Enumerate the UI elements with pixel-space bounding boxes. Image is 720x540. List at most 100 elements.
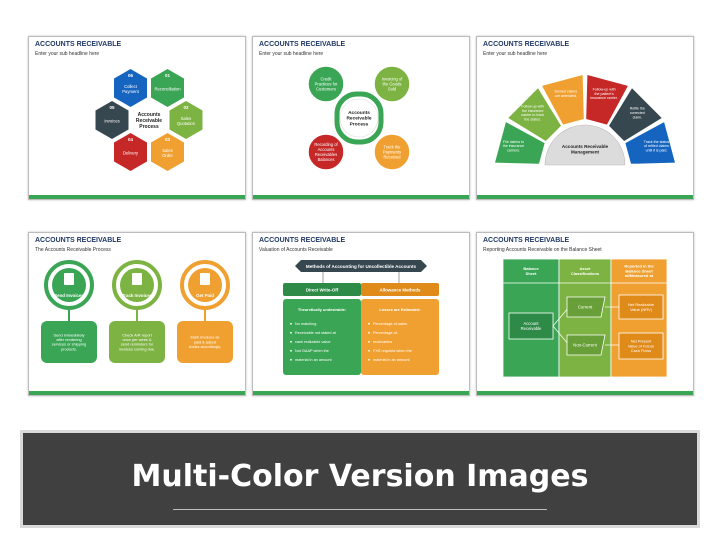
step-description: paid & adjust [194, 339, 217, 344]
segment-label: Follow up with [521, 104, 544, 108]
thumbnail-2[interactable]: ACCOUNTS RECEIVABLE Enter your sub headl… [252, 36, 470, 200]
segment-label: carriers. [507, 148, 520, 152]
hexagon-label: Sales [162, 148, 172, 153]
thumbnail-3[interactable]: ACCOUNTS RECEIVABLE Enter your sub headl… [476, 36, 694, 200]
method-item: No matching [295, 322, 316, 326]
bullet-dot [290, 322, 292, 325]
noncurrent-label: Non-Current [573, 343, 597, 348]
hexagon-number: 03 [165, 137, 171, 142]
process-node [373, 65, 411, 103]
methods-banner [295, 260, 427, 272]
slide-subtitle: Enter your sub headline here [35, 51, 100, 57]
center-label: Accounts [348, 110, 370, 116]
segment-label: the insurance [522, 109, 544, 113]
method-heading: Allowance Methods [380, 288, 422, 293]
footer-bar [477, 195, 693, 199]
slide-title: ACCOUNTS RECEIVABLE [35, 41, 122, 48]
center-label: Receivable [136, 118, 162, 124]
node-label: Practices for [315, 81, 338, 86]
method-body [361, 299, 439, 375]
method-item: Percentage-of- [373, 331, 399, 335]
thumbnail-5[interactable]: ACCOUNTS RECEIVABLE Valuation of Account… [252, 232, 470, 396]
current-label: Current [578, 305, 593, 310]
method-item: Not GAAP when the [295, 349, 329, 353]
center-label: Accounts Receivable [562, 144, 609, 149]
bullet-dot [290, 331, 292, 334]
bullet-dot [368, 331, 370, 334]
hexagon-06 [114, 69, 147, 107]
method-item: Percentage-of-sales [373, 322, 407, 326]
bullet-dot [368, 322, 370, 325]
hexagon-04 [114, 133, 147, 171]
hexagon-label: Sales [181, 116, 191, 121]
fan-segment [508, 88, 561, 141]
methods-comparison-diagram: Methods of Accounting for Uncollectible … [283, 260, 439, 375]
hexagon-label: Order [162, 153, 173, 158]
segment-label: Denied claims [555, 90, 578, 94]
footer-bar [253, 391, 469, 395]
pv-label: Net Present [631, 339, 652, 344]
footer-bar [29, 195, 245, 199]
process-node [373, 133, 411, 171]
fan-segment [495, 122, 545, 164]
hexagon-number: 02 [183, 105, 189, 110]
hexagon-label: Delivery [123, 151, 139, 156]
node-label: Track the [384, 145, 402, 150]
title-banner: Multi-Color Version Images [20, 430, 700, 528]
segment-label: Follow-up with [593, 87, 616, 91]
document-icon [200, 273, 210, 285]
pv-label: Value of Future [628, 343, 654, 348]
pv-box [618, 332, 664, 360]
thumbnail-6[interactable]: ACCOUNTS RECEIVABLE Reporting Accounts R… [476, 232, 694, 396]
table-column [558, 258, 612, 378]
step-description: Check A/R report [122, 332, 153, 337]
document-icon [132, 273, 142, 285]
segment-label: Refile the [630, 107, 645, 111]
footer-bar [29, 391, 245, 395]
column-heading: Balance Sheet [625, 268, 653, 273]
nrv-label: Net Realizable [628, 302, 655, 307]
hexagon-02 [169, 101, 203, 139]
bullet-dot [368, 358, 370, 361]
segment-label: of refiled claims [644, 144, 669, 148]
step-box [177, 321, 233, 363]
fan-segment [625, 122, 675, 164]
connector [552, 325, 570, 346]
step-heading: Track Invoices [122, 293, 153, 298]
step-description: after rendering [56, 337, 81, 342]
noncurrent-box [566, 334, 606, 356]
center-label: Process [350, 121, 369, 127]
hexagon-number: 05 [109, 105, 115, 110]
node-label: Sold [388, 86, 397, 91]
segment-label: until it is paid. [646, 148, 668, 152]
thumbnail-1[interactable]: ACCOUNTS RECEIVABLE Enter your sub headl… [28, 36, 246, 200]
slide-subtitle: Valuation of Accounts Receivable [259, 247, 333, 253]
node-label: Recording of [314, 142, 338, 147]
hexagon-03 [151, 133, 184, 171]
center-circle [339, 98, 379, 138]
step-heading: Get Paid [196, 293, 214, 298]
ar-box [508, 312, 554, 340]
slide-title: ACCOUNTS RECEIVABLE [483, 41, 570, 48]
segment-label: are amended. [555, 94, 577, 98]
method-item: Receivable not stated at [295, 331, 337, 335]
thumbnail-4[interactable]: ACCOUNTS RECEIVABLE The Accounts Receiva… [28, 232, 246, 396]
segment-label: carrier to track [521, 113, 544, 117]
hexagon-label: Quotation [177, 121, 196, 126]
method-header [361, 283, 439, 296]
method-body [283, 299, 361, 375]
node-label: Balances [318, 157, 335, 162]
segment-label: the patient's [595, 92, 614, 96]
segment-label: insurance carrier. [590, 96, 618, 100]
method-subheading: Theoretically undesirable: [298, 307, 346, 312]
nrv-box [618, 294, 664, 320]
hexagon-label: Reconciliation [154, 86, 181, 91]
bullet-dot [368, 340, 370, 343]
hexagon-05 [95, 101, 129, 139]
node-label: Receivables [315, 152, 337, 157]
step-description: invoices coming due. [119, 346, 155, 351]
center-label: Process [139, 124, 159, 130]
fan-segment [586, 75, 628, 125]
